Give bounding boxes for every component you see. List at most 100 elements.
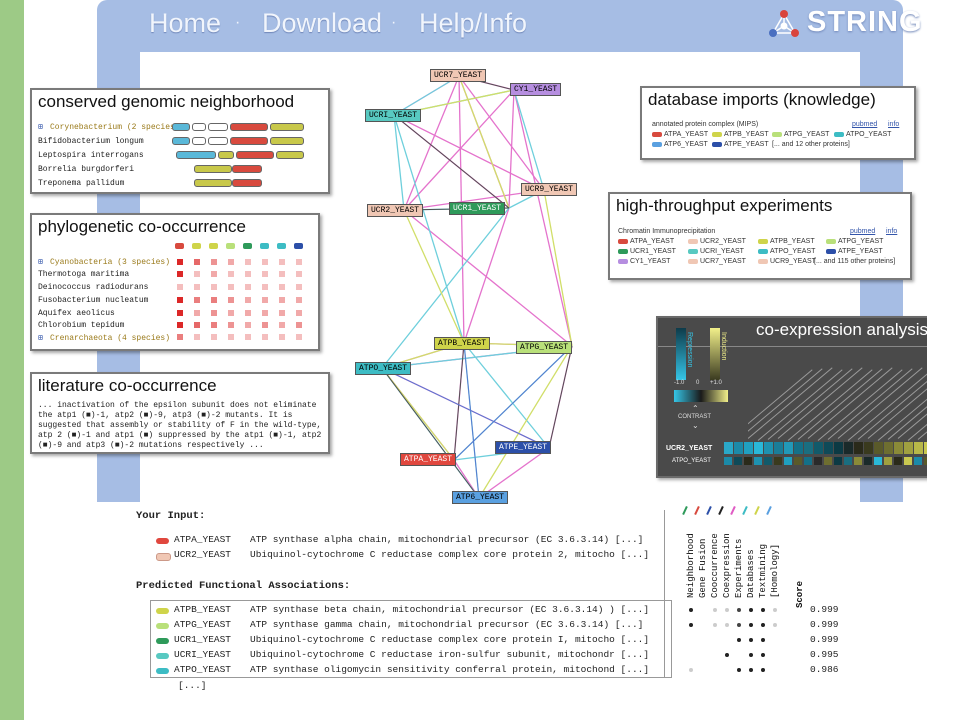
matrix-cell: [194, 334, 200, 340]
heat-cell: [864, 442, 873, 454]
network-node[interactable]: UCRI_YEAST: [365, 109, 422, 122]
database-imports-panel[interactable]: database imports (knowledge) annotated p…: [640, 86, 916, 160]
pubmed-link[interactable]: pubmed: [852, 121, 878, 128]
heat-cell: [774, 442, 783, 454]
gene-arrow: [192, 137, 206, 145]
matrix-cell: [211, 297, 217, 303]
assoc-protein-id[interactable]: UCR1_YEAST: [174, 634, 232, 645]
genomic-neighborhood-panel[interactable]: conserved genomic neighborhood ⊞ Coryneb…: [30, 88, 330, 194]
input-protein-id[interactable]: ATPA_YEAST: [174, 534, 232, 545]
evidence-dot: [761, 668, 765, 672]
evidence-column-header[interactable]: Databases: [746, 549, 756, 598]
gene-arrow: [270, 123, 304, 131]
network-node[interactable]: CY1_YEAST: [510, 83, 562, 96]
assoc-protein-id[interactable]: ATPB_YEAST: [174, 604, 232, 615]
evidence-column-header[interactable]: Neighborhood: [686, 533, 696, 598]
heat-cell: [874, 442, 883, 454]
column-divider: [664, 510, 665, 678]
contrast-up-icon[interactable]: ⌃: [692, 404, 699, 413]
gene-header-icon: [260, 243, 269, 249]
protein-item: ATPG_YEAST: [772, 131, 829, 138]
pubmed-link[interactable]: pubmed: [850, 228, 876, 235]
matrix-cell: [296, 322, 302, 328]
assoc-protein-id[interactable]: ATPO_YEAST: [174, 664, 232, 675]
gene-arrow: [270, 137, 304, 145]
network-node[interactable]: ATPB_YEAST: [434, 337, 491, 350]
protein-color-icon: [156, 608, 169, 614]
network-graph[interactable]: [354, 60, 614, 510]
expand-icon[interactable]: ⊞: [38, 123, 43, 132]
protein-item: ATPA_YEAST: [618, 238, 674, 245]
nav-help-link[interactable]: Help/Info: [419, 8, 528, 38]
literature-panel[interactable]: literature co-occurrence ... inactivatio…: [30, 372, 330, 454]
network-node[interactable]: ATPO_YEAST: [355, 362, 412, 375]
matrix-cell: [245, 310, 251, 316]
contrast-down-icon[interactable]: ⌄: [692, 421, 699, 430]
heat-cell: [784, 442, 793, 454]
matrix-cell: [262, 310, 268, 316]
matrix-cell: [245, 297, 251, 303]
header-bar: Home · Download · Help/Info STRING: [97, 0, 922, 52]
nav-download-link[interactable]: Download: [262, 8, 383, 38]
evidence-column-header[interactable]: Coexpression: [722, 533, 732, 598]
evidence-column-header[interactable]: Experiments: [734, 538, 744, 598]
gene-arrow: [172, 123, 190, 131]
evidence-dot: [749, 668, 753, 672]
heat-cell: [794, 457, 802, 465]
heat-cell: [804, 442, 813, 454]
coex-row-label: UCR2_YEAST: [666, 445, 713, 452]
heat-cell: [914, 457, 922, 465]
matrix-cell: [279, 271, 285, 277]
species-row[interactable]: Cyanobacteria (3 species): [50, 258, 171, 267]
evidence-dot: [725, 623, 729, 627]
heat-cell: [814, 442, 823, 454]
expand-icon[interactable]: ⊞: [38, 334, 43, 343]
network-node[interactable]: UCR7_YEAST: [430, 69, 487, 82]
nav-separator: ·: [391, 14, 397, 31]
evidence-column-header[interactable]: Gene Fusion: [698, 538, 708, 598]
coexpression-panel[interactable]: co-expression analysis Repression Induct…: [656, 316, 940, 478]
assoc-protein-id[interactable]: UCRI_YEAST: [174, 649, 232, 660]
assoc-protein-desc: ATP synthase gamma chain, mitochondrial …: [250, 619, 644, 630]
assoc-score: 0.999: [810, 634, 839, 645]
evidence-column-header[interactable]: Textmining: [758, 543, 768, 598]
network-node[interactable]: UCR2_YEAST: [367, 204, 424, 217]
network-node[interactable]: ATPE_YEAST: [495, 441, 552, 454]
species-row[interactable]: Corynebacterium (2 species): [50, 123, 180, 132]
network-node[interactable]: UCR1_YEAST: [449, 202, 506, 215]
input-protein-id[interactable]: UCR2_YEAST: [174, 549, 232, 560]
species-row[interactable]: Crenarchaeota (4 species): [50, 334, 171, 343]
matrix-cell: [296, 271, 302, 277]
assoc-protein-id[interactable]: ATPG_YEAST: [174, 619, 232, 630]
expand-icon[interactable]: ⊞: [38, 258, 43, 267]
protein-item: ATPB_YEAST: [758, 238, 815, 245]
info-link[interactable]: info: [888, 121, 900, 128]
matrix-cell: [177, 334, 183, 340]
matrix-cell: [296, 284, 302, 290]
gene-arrow: [192, 123, 206, 131]
evidence-column-header[interactable]: [Homology]: [770, 543, 780, 598]
evidence-dot: [689, 608, 693, 612]
assoc-protein-desc: ATP synthase oligomycin sensitivity conf…: [250, 664, 650, 675]
info-link[interactable]: info: [886, 228, 898, 235]
evidence-column-header[interactable]: Cooccurrence: [710, 533, 720, 598]
protein-color-icon: [156, 653, 169, 659]
evidence-dot: [761, 608, 765, 612]
network-node[interactable]: ATPA_YEAST: [400, 453, 457, 466]
high-throughput-panel[interactable]: high-throughput experiments Chromatin Im…: [608, 192, 912, 280]
color-scale: [674, 390, 728, 402]
network-node[interactable]: ATP6_YEAST: [452, 491, 509, 504]
gene-header-icon: [294, 243, 303, 249]
heat-cell: [814, 457, 822, 465]
matrix-cell: [262, 297, 268, 303]
protein-item: UCR7_YEAST: [688, 258, 746, 265]
heat-cell: [764, 457, 772, 465]
network-node[interactable]: ATPG_YEAST: [516, 341, 573, 354]
matrix-cell: [262, 322, 268, 328]
nav-home-link[interactable]: Home: [149, 8, 222, 38]
input-protein-desc: ATP synthase alpha chain, mitochondrial …: [250, 534, 644, 545]
more-results[interactable]: [...]: [178, 680, 207, 691]
phylogenetic-panel[interactable]: phylogenetic co-occurrence ⊞ Cyanobacter…: [30, 213, 320, 351]
network-node[interactable]: UCR9_YEAST: [521, 183, 578, 196]
heat-cell: [784, 457, 792, 465]
